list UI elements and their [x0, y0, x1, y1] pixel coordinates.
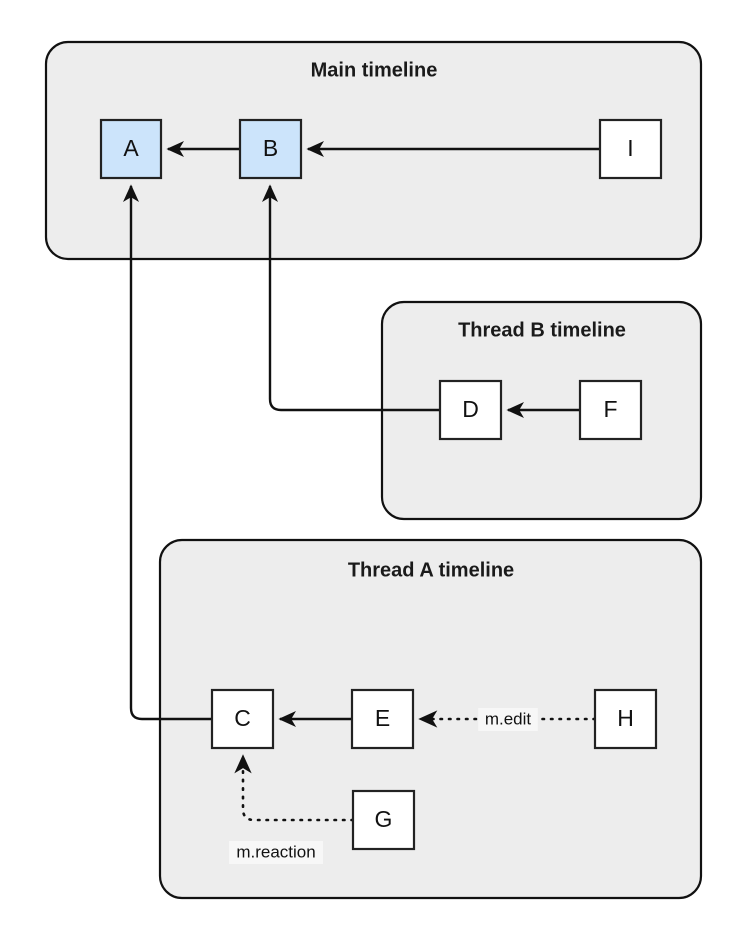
edge-labels: m.edit m.reaction: [229, 708, 538, 864]
event-node-C[interactable]: C: [210, 688, 275, 750]
edge-label-H-to-E: m.edit: [478, 708, 538, 731]
event-node-label: C: [234, 705, 251, 731]
event-node-D[interactable]: D: [438, 379, 503, 441]
edge-label-backdrop: [229, 841, 323, 864]
event-node-E[interactable]: E: [350, 688, 415, 750]
event-node-box[interactable]: [238, 118, 303, 180]
edge-label-text: m.edit: [485, 709, 532, 728]
event-node-I[interactable]: I: [598, 118, 663, 180]
event-node-box[interactable]: [578, 379, 643, 441]
event-node-box[interactable]: [438, 379, 503, 441]
event-node-F[interactable]: F: [578, 379, 643, 441]
edge-label-backdrop: [478, 708, 538, 731]
event-node-B[interactable]: B: [238, 118, 303, 180]
event-node-label: D: [462, 396, 479, 422]
event-node-label: B: [263, 135, 278, 161]
edge-D-to-B: [262, 184, 440, 412]
edge-label-text: m.reaction: [236, 842, 315, 861]
timeline-group-main: Main timeline: [44, 40, 703, 261]
event-node-box[interactable]: [351, 789, 416, 851]
event-node-box[interactable]: [210, 688, 275, 750]
event-node-label: E: [375, 705, 390, 731]
event-node-box[interactable]: [593, 688, 658, 750]
edge-C-to-A: [123, 184, 212, 721]
edge-label-G-to-C: m.reaction: [229, 841, 323, 864]
event-node-H[interactable]: H: [593, 688, 658, 750]
event-nodes: A B I D F C E H G: [99, 118, 663, 851]
event-node-box[interactable]: [350, 688, 415, 750]
timeline-group-title: Main timeline: [311, 59, 438, 81]
timeline-group-box: [44, 40, 703, 261]
event-node-label: I: [627, 135, 633, 161]
event-node-label: G: [375, 806, 393, 832]
event-node-label: H: [617, 705, 634, 731]
event-node-G[interactable]: G: [351, 789, 416, 851]
event-node-label: A: [123, 135, 139, 161]
timeline-group-title: Thread B timeline: [458, 319, 626, 341]
event-node-label: F: [603, 396, 617, 422]
event-node-box[interactable]: [99, 118, 163, 180]
timeline-group-title: Thread A timeline: [348, 559, 514, 581]
event-node-A[interactable]: A: [99, 118, 163, 180]
event-node-box[interactable]: [598, 118, 663, 180]
